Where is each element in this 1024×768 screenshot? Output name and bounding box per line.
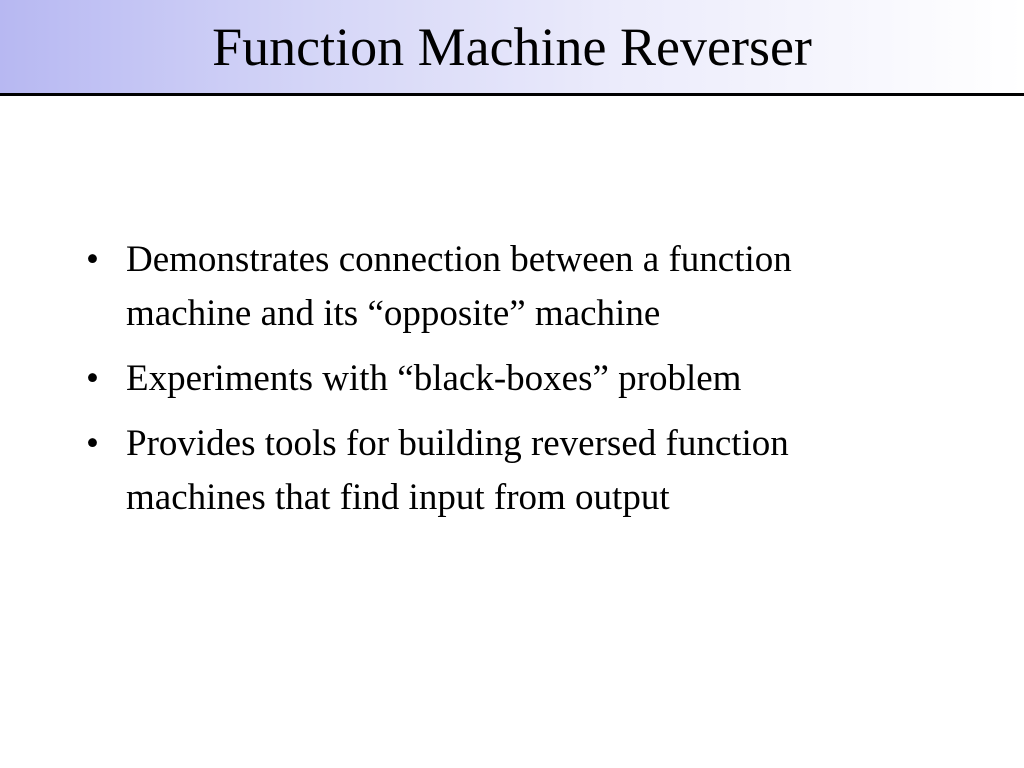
title-divider (0, 93, 1024, 96)
slide-title: Function Machine Reverser (212, 17, 812, 77)
bullet-item: • Demonstrates connection between a func… (86, 233, 916, 341)
title-bar (0, 0, 1024, 93)
bullet-text: Experiments with “black-boxes” problem (126, 358, 742, 399)
bullet-text: Demonstrates connection between a functi… (126, 239, 792, 334)
bullet-text: Provides tools for building reversed fun… (126, 423, 789, 518)
bullet-list: • Demonstrates connection between a func… (86, 233, 916, 536)
bullet-item: • Experiments with “black-boxes” problem (86, 352, 916, 406)
bullet-icon: • (86, 423, 99, 464)
bullet-item: • Provides tools for building reversed f… (86, 417, 916, 525)
bullet-icon: • (86, 358, 99, 399)
bullet-icon: • (86, 239, 99, 280)
